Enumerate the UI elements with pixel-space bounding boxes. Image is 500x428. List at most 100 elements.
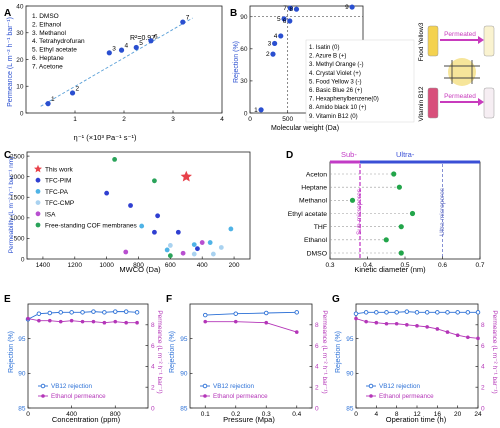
- panel-b-legend-item: 5. Food Yellow 3 (-): [309, 78, 362, 85]
- panel-a-point: [148, 38, 154, 44]
- panel-c-point: [167, 253, 173, 259]
- panel-e: E Rejection (%) Permeance (L m⁻² h⁻¹ bar…: [4, 294, 163, 424]
- panel-c-legend-item: TFC-PA: [45, 189, 69, 196]
- panel-e-permeance-point: [124, 320, 128, 325]
- panel-b-point: [287, 5, 293, 11]
- panel-f-permeance-point: [294, 330, 299, 334]
- panel-c-point: [128, 203, 133, 208]
- panel-b: B Rejection (%) Molecular weight (Da): [230, 8, 339, 132]
- panel-c-xtick-label: 1400: [36, 262, 51, 269]
- panel-g-rejection-point: [353, 311, 359, 316]
- panel-a-point-label: 1: [51, 96, 55, 103]
- panel-f-legend-permeance-marker: [203, 394, 207, 398]
- panel-a-xlabel: η⁻¹ (×10³ Pa⁻¹ s⁻¹): [74, 133, 137, 142]
- panel-e-rejection-point: [69, 310, 74, 315]
- panel-f-ytick-label: 90: [180, 371, 188, 378]
- panel-c-point: [139, 223, 145, 229]
- panel-a-ytick-label: 0: [20, 110, 24, 117]
- panel-d-xtick-label: 0.5: [400, 262, 409, 269]
- panel-c-xtick-label: 400: [197, 262, 208, 269]
- panel-f-ylabel-right: Permeance (L m⁻² h⁻¹ bar⁻¹): [321, 310, 328, 393]
- panel-d-point: [398, 224, 404, 230]
- panel-c-legend-marker: [34, 164, 42, 173]
- panel-f-legend-rejection-label: VB12 rejection: [213, 383, 254, 390]
- panel-a-ylabel: Permeance (L m⁻² h⁻¹ bar⁻¹): [7, 17, 14, 107]
- panel-b-point: [270, 51, 276, 57]
- panel-b-point: [293, 6, 300, 12]
- panel-f: F Rejection (%) Permeance (L m⁻² h⁻¹ bar…: [166, 294, 328, 424]
- panel-b-point-label: 9: [345, 4, 349, 11]
- panel-c-point: [164, 247, 170, 253]
- panel-f-rejection-point: [294, 310, 300, 315]
- panel-c-point: [104, 190, 110, 196]
- panel-d-letter: D: [286, 150, 293, 161]
- panel-f-ylabel-left: Rejection (%): [169, 331, 176, 373]
- panel-c-point: [207, 240, 213, 245]
- panel-g-permeance-point: [405, 323, 409, 327]
- panel-a-point: [106, 50, 112, 56]
- panel-c-point: [228, 226, 234, 232]
- panel-a-point: [180, 19, 186, 25]
- panel-a-ytick-label: 20: [16, 57, 24, 64]
- panel-c-legend-marker: [35, 189, 41, 194]
- panel-f-legend-rejection-marker: [202, 383, 208, 389]
- panel-e-rejection-point: [47, 310, 53, 316]
- panel-e-permeance-point: [37, 318, 41, 323]
- panel-f-xtick-label: 0.4: [292, 411, 301, 418]
- panel-e-permeance-point: [48, 318, 52, 323]
- panel-e-permeance-point: [91, 319, 96, 324]
- panel-c-legend-marker: [35, 222, 41, 228]
- panel-g-xtick-label: 20: [454, 411, 462, 418]
- cof-pore-icon: [448, 58, 476, 86]
- panel-c-ytick-label: 1500: [10, 195, 25, 202]
- panel-g-rejection-point: [455, 310, 460, 315]
- panel-g-rejection-point: [435, 310, 440, 315]
- panel-b-point-label: 5: [277, 16, 281, 23]
- panel-f-permeance-line: [205, 321, 297, 333]
- panel-a-point-label: 3: [112, 45, 116, 52]
- panel-d-category-label: Heptane: [301, 184, 327, 191]
- panel-g-permeance-point: [476, 336, 480, 341]
- panel-g-permeance-point: [415, 324, 419, 328]
- panel-a-legend-item: 5. Ethyl acetate: [32, 47, 77, 54]
- panel-a-legend-item: 4. Tetrahydrofuran: [32, 38, 85, 45]
- panel-e-ytick-right-label: 8: [151, 322, 155, 329]
- panel-f-xlabel: Pressure (Mpa): [223, 415, 275, 424]
- panel-f-xtick-label: 0.2: [231, 411, 240, 418]
- panel-c-legend-marker: [35, 200, 41, 206]
- panel-e-legend-rejection-label: VB12 rejection: [51, 383, 92, 390]
- panel-g-ylabel-right: Permeance (L m⁻² h⁻¹ bar⁻¹): [491, 310, 498, 393]
- panel-b-legend-item: 4. Crystal Violet (+): [309, 70, 361, 77]
- panel-g-legend-rejection-marker: [368, 383, 374, 389]
- panel-g-permeance-point: [445, 330, 450, 334]
- panel-d-category-label: Ethanol: [304, 237, 328, 244]
- panel-e-permeance-point: [69, 318, 74, 323]
- arrow-bottom-head-icon: [478, 98, 484, 106]
- panel-c-point: [175, 229, 181, 235]
- panel-g-ytick-label: 95: [346, 336, 354, 343]
- arrow-top-head-icon: [478, 36, 484, 44]
- panel-e-permeance-point: [80, 319, 85, 324]
- panel-c-point: [180, 250, 186, 256]
- panel-e-permeance-point: [58, 319, 63, 324]
- panel-a-xtick-label: 1: [73, 116, 77, 123]
- panel-a-legend-item: 6. Heptane: [32, 55, 64, 62]
- panel-a-xtick-label: 4: [220, 116, 224, 123]
- panel-f-xtick-label: 0.3: [262, 411, 271, 418]
- panel-b-legend-item: 9. Vitamin B12 (0): [309, 113, 358, 120]
- panel-f-frame: [189, 303, 313, 409]
- panel-a-point: [45, 101, 51, 107]
- panel-e-permeance-point: [113, 319, 118, 324]
- panel-b-point-label: 3: [268, 40, 272, 47]
- panel-g-xtick-label: 8: [395, 411, 399, 418]
- panel-e-ylabel-left: Rejection (%): [8, 331, 15, 373]
- panel-g-legend-permeance-marker: [369, 394, 373, 398]
- panel-e-frame: [27, 303, 149, 409]
- panel-b-point-label: 7: [283, 5, 287, 12]
- panel-c-legend-item: TFC-CMP: [45, 200, 74, 207]
- panel-b-xtick-label: 0: [248, 116, 252, 123]
- panel-a-ytick-label: 30: [16, 30, 24, 37]
- panel-b-legend-item: 3. Methyl Orange (-): [309, 61, 364, 68]
- panel-a-ytick-label: 40: [16, 3, 24, 10]
